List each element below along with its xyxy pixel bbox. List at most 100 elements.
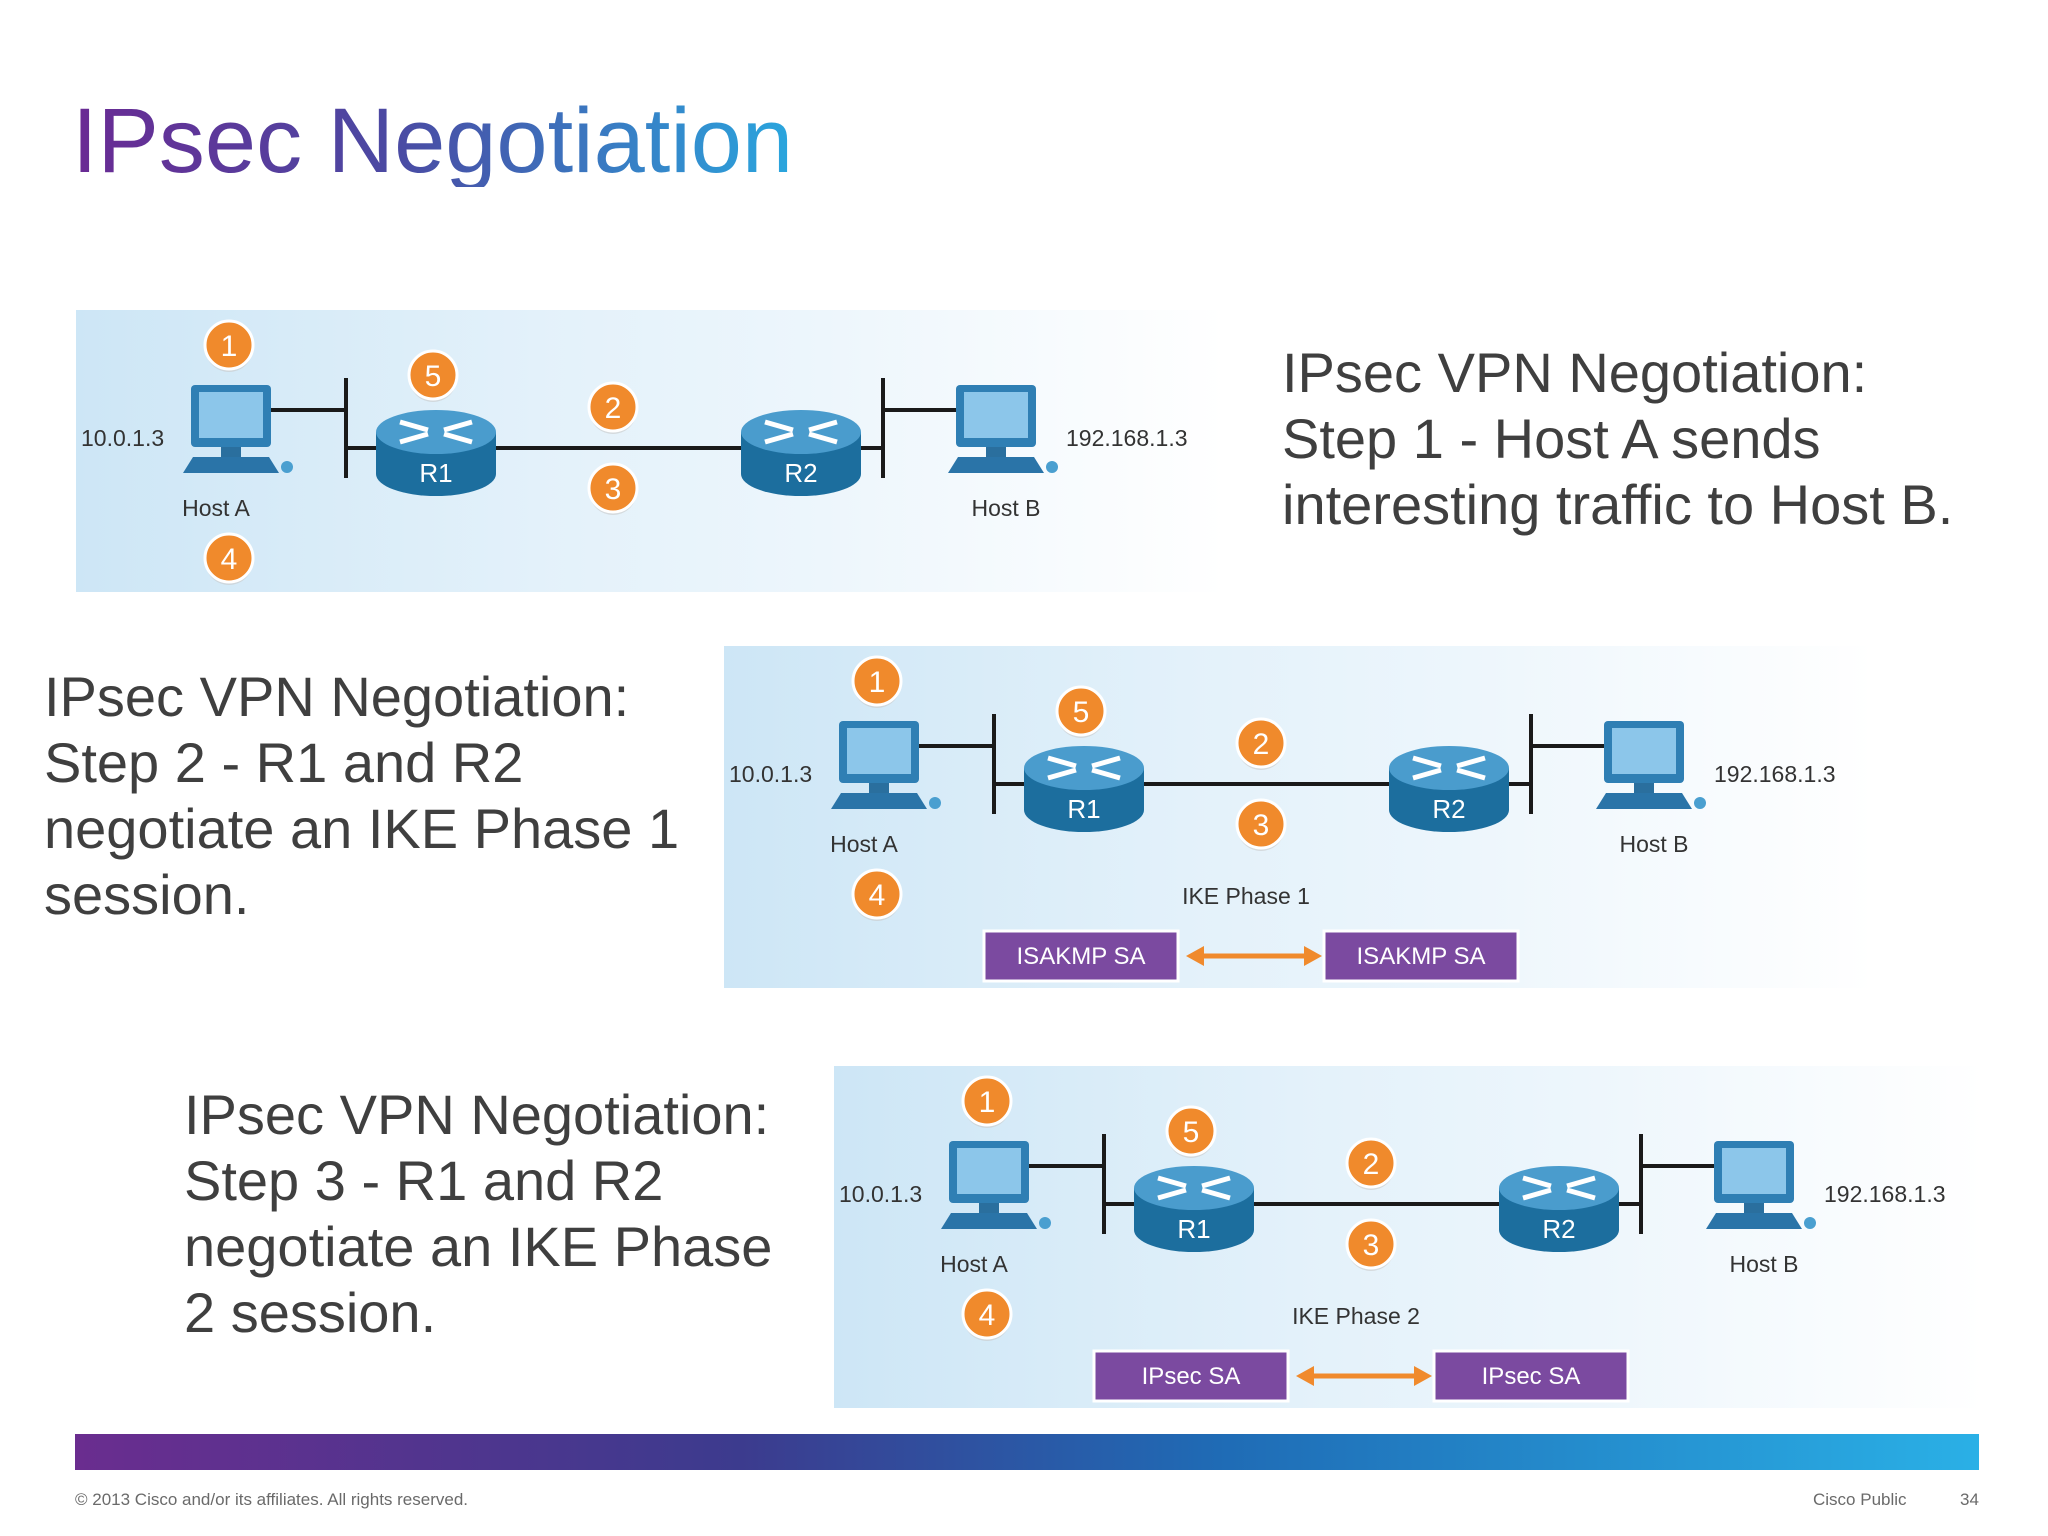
ike-phase-label: IKE Phase 2 bbox=[1292, 1303, 1420, 1329]
host-a-computer-icon bbox=[831, 721, 941, 809]
router-r1-label: R1 bbox=[419, 458, 452, 488]
step-badge-label: 3 bbox=[1363, 1229, 1380, 1262]
step-badge-5: 5 bbox=[1055, 685, 1107, 738]
host-a-ip: 10.0.1.3 bbox=[81, 425, 164, 451]
router-r2-icon bbox=[741, 410, 861, 496]
host-b-computer-icon bbox=[1596, 721, 1706, 809]
router-r2-icon bbox=[1499, 1166, 1619, 1252]
network-links bbox=[1029, 1134, 1714, 1234]
caption-line: Step 2 - R1 and R2 bbox=[44, 731, 524, 794]
host-a-label: Host A bbox=[940, 1251, 1008, 1277]
host-b-label: Host B bbox=[1729, 1251, 1798, 1277]
router-r1-icon bbox=[376, 410, 496, 496]
sa-box-left: IPsec SA bbox=[1092, 1349, 1290, 1403]
bidirectional-arrow bbox=[1296, 1366, 1432, 1386]
sa-box-right-label: ISAKMP SA bbox=[1357, 943, 1486, 970]
step-badge-3: 3 bbox=[1345, 1218, 1397, 1271]
host-b-ip: 192.168.1.3 bbox=[1066, 425, 1188, 451]
step-badge-3: 3 bbox=[1235, 798, 1287, 851]
host-b-computer-icon bbox=[1706, 1141, 1816, 1229]
host-b-computer-icon bbox=[948, 385, 1058, 473]
host-b-ip: 192.168.1.3 bbox=[1824, 1181, 1946, 1207]
caption-line: session. bbox=[44, 863, 250, 926]
step-badge-label: 3 bbox=[1253, 809, 1270, 842]
step-badge-5: 5 bbox=[1165, 1105, 1217, 1158]
network-links bbox=[271, 378, 956, 478]
step-badge-label: 2 bbox=[1253, 728, 1270, 761]
router-r2-icon bbox=[1389, 746, 1509, 832]
footer-classification: Cisco Public bbox=[1813, 1490, 1907, 1509]
step-badge-1: 1 bbox=[203, 319, 255, 372]
caption-step-1: IPsec VPN Negotiation: Step 1 - Host A s… bbox=[1282, 340, 1953, 538]
host-b-label: Host B bbox=[1619, 831, 1688, 857]
ike-phase-label: IKE Phase 1 bbox=[1182, 883, 1310, 909]
step-badge-label: 5 bbox=[425, 360, 442, 393]
router-r1-label: R1 bbox=[1067, 794, 1100, 824]
step-badge-1: 1 bbox=[851, 655, 903, 708]
step-badge-4: 4 bbox=[851, 868, 903, 921]
caption-line: negotiate an IKE Phase 1 bbox=[44, 797, 680, 860]
sa-box-left-label: IPsec SA bbox=[1142, 1363, 1241, 1390]
host-a-label: Host A bbox=[182, 495, 250, 521]
step-badge-1: 1 bbox=[961, 1075, 1013, 1128]
sa-box-left-label: ISAKMP SA bbox=[1017, 943, 1146, 970]
step-badge-label: 4 bbox=[869, 879, 886, 912]
step-badge-5: 5 bbox=[407, 349, 459, 402]
step-badge-label: 1 bbox=[869, 666, 886, 699]
sa-box-right: IPsec SA bbox=[1432, 1349, 1630, 1403]
step-badge-label: 1 bbox=[221, 330, 238, 363]
step-badge-label: 1 bbox=[979, 1086, 996, 1119]
caption-line: 2 session. bbox=[184, 1281, 437, 1344]
router-r1-label: R1 bbox=[1177, 1214, 1210, 1244]
caption-line: interesting traffic to Host B. bbox=[1282, 473, 1954, 536]
router-r2-label: R2 bbox=[1432, 794, 1465, 824]
caption-step-2: IPsec VPN Negotiation: Step 2 - R1 and R… bbox=[44, 664, 679, 928]
host-a-ip: 10.0.1.3 bbox=[839, 1181, 922, 1207]
router-r2-label: R2 bbox=[784, 458, 817, 488]
router-r2-label: R2 bbox=[1542, 1214, 1575, 1244]
host-a-computer-icon bbox=[183, 385, 293, 473]
bidirectional-arrow bbox=[1186, 946, 1322, 966]
footer-page-number: 34 bbox=[1960, 1490, 1979, 1509]
network-links bbox=[919, 714, 1604, 814]
caption-line: IPsec VPN Negotiation: bbox=[1282, 341, 1868, 404]
router-r1-icon bbox=[1134, 1166, 1254, 1252]
step-badge-label: 4 bbox=[221, 543, 238, 576]
host-b-ip: 192.168.1.3 bbox=[1714, 761, 1836, 787]
step-badge-label: 2 bbox=[605, 392, 622, 425]
footer-copyright: © 2013 Cisco and/or its affiliates. All … bbox=[75, 1490, 469, 1509]
router-r1-icon bbox=[1024, 746, 1144, 832]
step-badge-2: 2 bbox=[1345, 1137, 1397, 1190]
caption-step-3: IPsec VPN Negotiation: Step 3 - R1 and R… bbox=[184, 1082, 772, 1346]
step-badge-2: 2 bbox=[587, 381, 639, 434]
step-badge-4: 4 bbox=[203, 532, 255, 585]
sa-box-right-label: IPsec SA bbox=[1482, 1363, 1581, 1390]
step-badge-label: 5 bbox=[1183, 1116, 1200, 1149]
host-a-computer-icon bbox=[941, 1141, 1051, 1229]
step-badge-label: 4 bbox=[979, 1299, 996, 1332]
caption-line: Step 1 - Host A sends bbox=[1282, 407, 1821, 470]
caption-line: Step 3 - R1 and R2 bbox=[184, 1149, 664, 1212]
host-a-label: Host A bbox=[830, 831, 898, 857]
step-badge-label: 2 bbox=[1363, 1148, 1380, 1181]
caption-line: negotiate an IKE Phase bbox=[184, 1215, 773, 1278]
step-badge-4: 4 bbox=[961, 1288, 1013, 1341]
footer-gradient-bar bbox=[75, 1434, 1979, 1470]
host-b-label: Host B bbox=[971, 495, 1040, 521]
slide-title: IPsec Negotiation bbox=[72, 90, 794, 192]
host-a-ip: 10.0.1.3 bbox=[729, 761, 812, 787]
step-badge-label: 5 bbox=[1073, 696, 1090, 729]
step-badge-label: 3 bbox=[605, 473, 622, 506]
sa-box-right: ISAKMP SA bbox=[1322, 929, 1520, 983]
sa-box-left: ISAKMP SA bbox=[982, 929, 1180, 983]
caption-line: IPsec VPN Negotiation: bbox=[44, 665, 630, 728]
caption-line: IPsec VPN Negotiation: bbox=[184, 1083, 770, 1146]
step-badge-3: 3 bbox=[587, 462, 639, 515]
step-badge-2: 2 bbox=[1235, 717, 1287, 770]
